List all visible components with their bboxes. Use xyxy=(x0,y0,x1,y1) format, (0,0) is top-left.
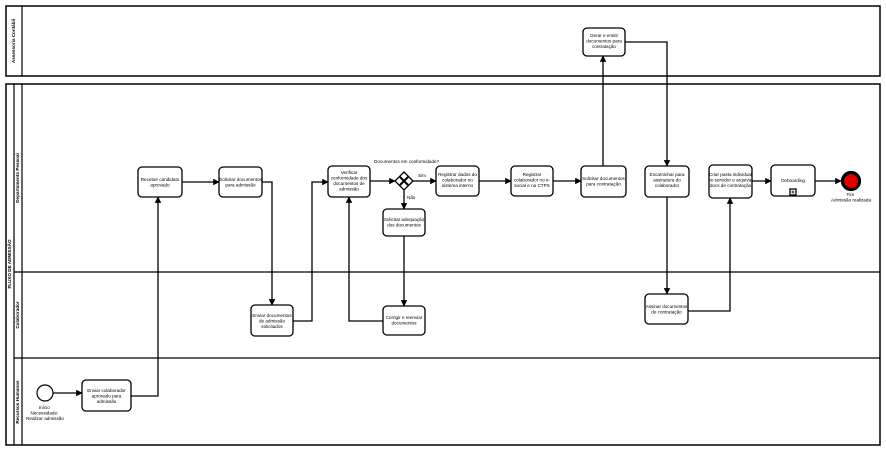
pool-label: FLUXO DE ADMISSÃO xyxy=(6,239,12,289)
end-event[interactable] xyxy=(840,170,862,192)
exclusive-gateway[interactable] xyxy=(394,171,414,191)
main-pool: FLUXO DE ADMISSÃO Departamento Pessoal C… xyxy=(5,83,881,446)
flow-generate-to-forward xyxy=(625,41,671,167)
end-event-label: Fim Admissão realizada xyxy=(831,192,872,203)
flow-send-to-recruit xyxy=(131,196,162,397)
start-event[interactable] xyxy=(36,384,54,402)
flow-sign-to-archive xyxy=(688,197,734,312)
lane-label-colaborador: Colaborador xyxy=(15,301,20,329)
gateway-question-label: Documentos em conformidade? xyxy=(374,159,440,164)
lane-label-rh: Recursos Humanos xyxy=(15,380,20,424)
gateway-yes-label: Sim xyxy=(418,173,426,178)
gateway-x-icon xyxy=(399,176,409,186)
flow-fix-to-verify xyxy=(345,196,383,322)
start-event-label: Início Necessidade: Realizar admissão xyxy=(26,405,64,421)
lane-label-assessoria: Assessoria Contábil xyxy=(11,19,16,63)
svg-text:Onboarding: Onboarding xyxy=(781,178,805,183)
flow-send-docs-to-verify xyxy=(293,178,329,322)
sequence-flows xyxy=(53,41,842,397)
task-onboarding[interactable]: Onboarding xyxy=(770,164,816,197)
subprocess-marker-icon xyxy=(789,188,797,196)
lane-label-departamento: Departamento Pessoal xyxy=(15,153,20,203)
gateway-no-label: Não xyxy=(407,195,416,200)
flow-request-to-send-docs xyxy=(262,181,276,306)
top-pool: Assessoria Contábil xyxy=(5,5,881,77)
